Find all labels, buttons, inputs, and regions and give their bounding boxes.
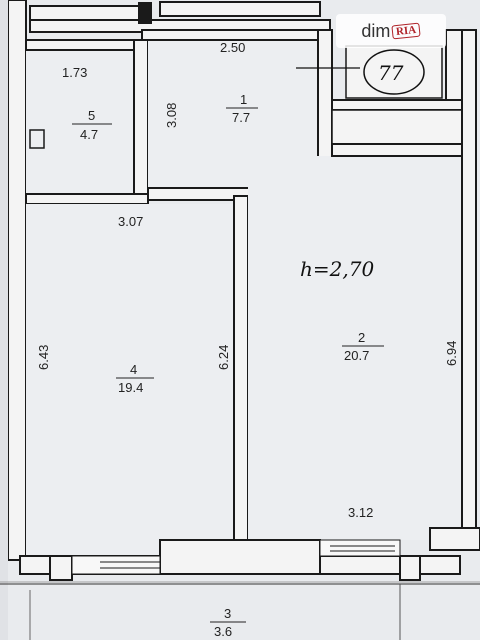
room-2-area: 20.7 <box>344 348 369 363</box>
room-2 <box>248 29 477 541</box>
left-outer-wall <box>7 0 27 561</box>
room-2-number: 2 <box>358 330 365 345</box>
room-4-top-dim: 3.07 <box>118 214 143 229</box>
room-4 <box>26 195 249 556</box>
room-1-number: 1 <box>240 92 247 107</box>
wall-room5-room4 <box>25 193 149 205</box>
room-3-number: 3 <box>224 606 231 621</box>
room-3-area: 3.6 <box>214 624 232 639</box>
window-room-4 <box>71 555 161 575</box>
room-1-side-dim: 3.08 <box>164 103 179 128</box>
window-room-2 <box>319 539 401 557</box>
room-5-top-dim: 1.73 <box>62 65 87 80</box>
room-2-right-dim: 6.94 <box>444 341 459 366</box>
watermark-badge: RIA <box>391 22 422 40</box>
watermark: dim RIA <box>336 14 446 48</box>
room-2-bottom-dim: 3.12 <box>348 505 373 520</box>
ceiling-height: h=2,70 <box>300 257 374 281</box>
top-neighbour-walls <box>29 1 331 33</box>
room-5 <box>25 39 149 201</box>
room-4-area: 19.4 <box>118 380 143 395</box>
watermark-text: dim <box>361 20 391 41</box>
room-4-number: 4 <box>130 362 137 377</box>
balcony-room-3 <box>0 581 480 640</box>
right-neighbour-wall <box>445 29 463 101</box>
room-1-area: 7.7 <box>232 110 250 125</box>
left-margin <box>0 0 8 640</box>
room-4-left-dim: 6.43 <box>36 345 51 370</box>
room-5-area: 4.7 <box>80 127 98 142</box>
room-4-right-dim: 6.24 <box>216 345 231 370</box>
room-5-number: 5 <box>88 108 95 123</box>
apartment-number: 77 <box>378 61 404 85</box>
room-1-top-dim: 2.50 <box>220 40 245 55</box>
